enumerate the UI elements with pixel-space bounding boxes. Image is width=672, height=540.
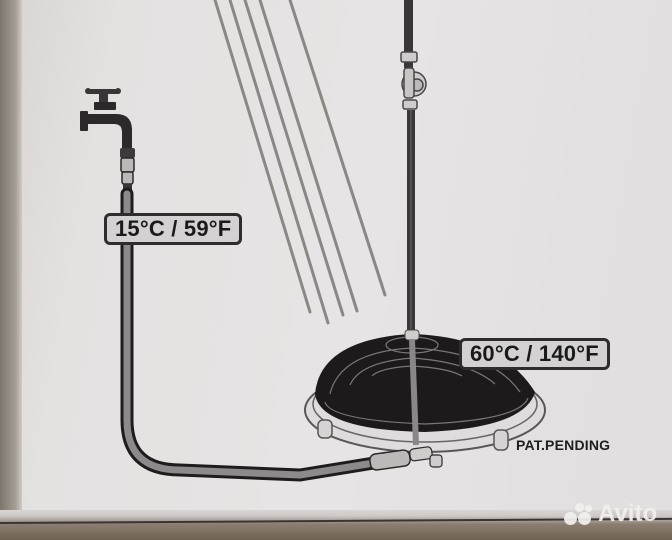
sun-rays-icon	[213, 0, 387, 325]
avito-watermark: Avito	[564, 500, 657, 528]
avito-watermark-text: Avito	[598, 500, 658, 527]
outlet-pipe	[404, 0, 415, 340]
inlet-temperature-label: 15°C / 59°F	[104, 213, 243, 245]
paper-edge	[0, 0, 22, 540]
outlet-temperature-label: 60°C / 140°F	[459, 338, 610, 370]
faucet-icon	[80, 88, 135, 194]
table-surface	[0, 510, 672, 540]
valve-icon	[400, 51, 427, 110]
inlet-hose	[120, 187, 387, 482]
patent-pending-text: PAT.PENDING	[516, 437, 611, 453]
avito-logo-icon	[564, 503, 594, 525]
